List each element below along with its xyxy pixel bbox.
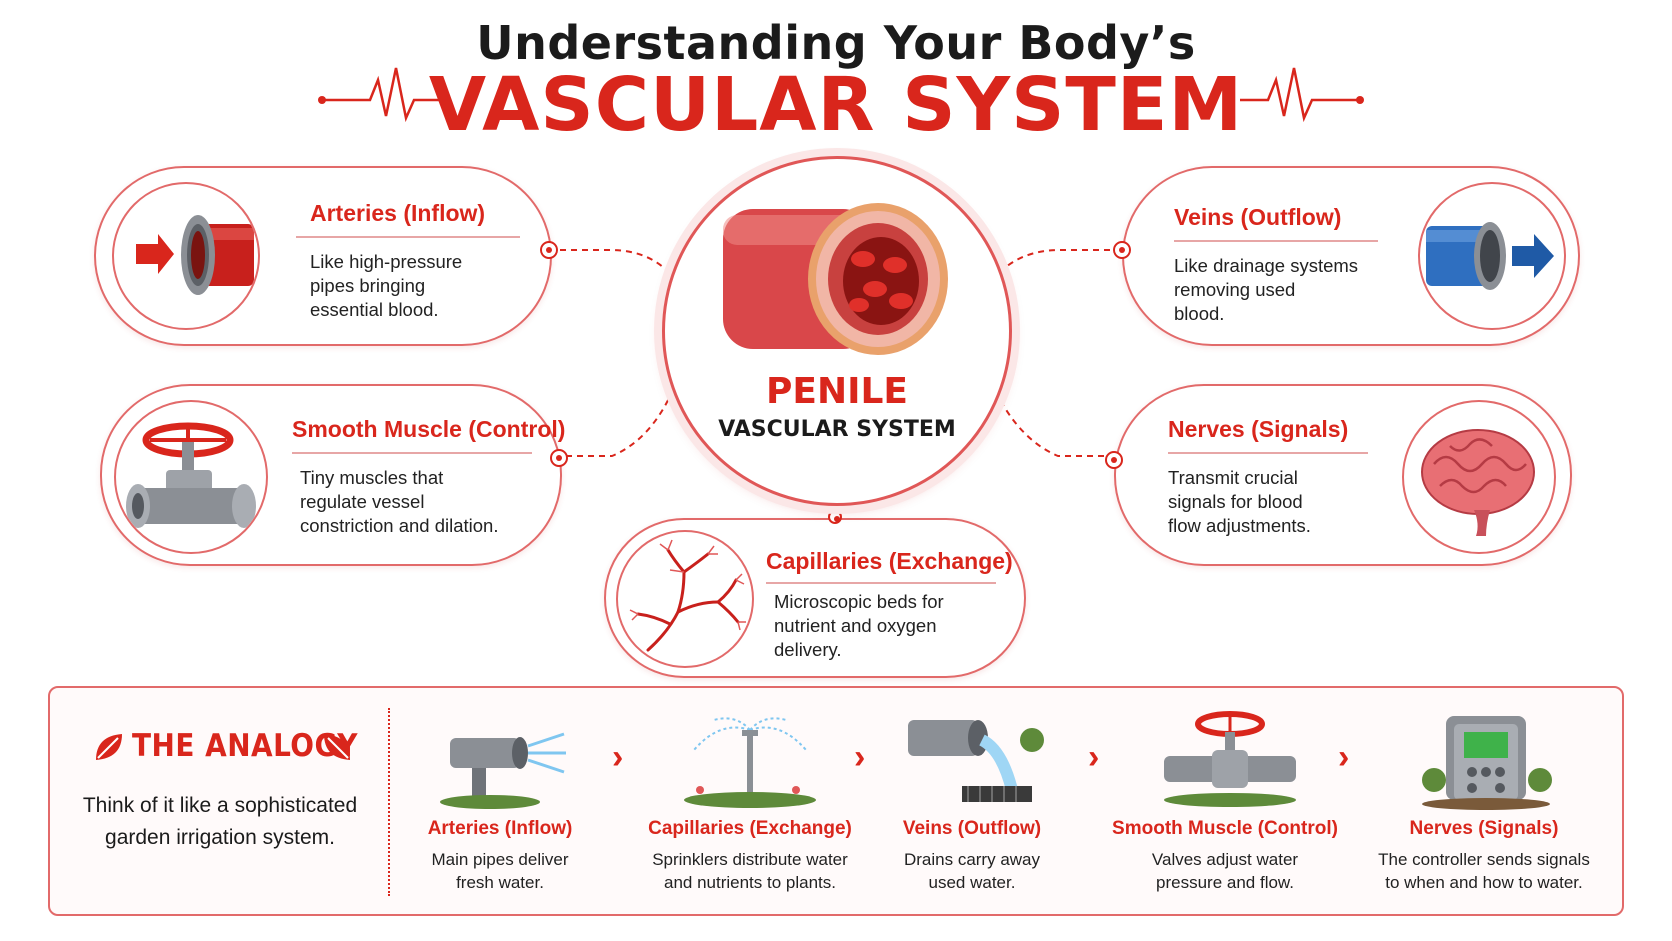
capillaries-description: Microscopic beds for nutrient and oxygen… [774,591,944,660]
capillaries-card: Capillaries (Exchange) Microscopic beds … [604,518,1026,678]
smooth-muscle-card: Smooth Muscle (Control) Tiny muscles tha… [100,384,568,566]
main-pipe-icon [440,732,566,809]
analogy-step-nerves-title: Nerves (Signals) [1409,818,1559,839]
analogy-title: THE ANALOGY [132,728,358,764]
analogy-step-capillaries-title: Capillaries (Exchange) [648,818,852,839]
veins-card: Veins (Outflow) Like drainage systems re… [1113,166,1580,346]
artery-pipe-image [112,182,260,330]
artery-pipe-icon [136,215,254,295]
chevron-right-icon: › [612,738,624,776]
chevron-right-icon: › [1088,738,1100,776]
valve-icon [126,422,256,528]
capillaries-title: Capillaries (Exchange) [766,548,1013,574]
analogy-step-veins-title: Veins (Outflow) [902,818,1042,839]
center-title: PENILE [765,371,909,412]
sprinkler-icon [684,717,816,808]
title-line-1: Understanding Your Body’s [476,16,1196,70]
garden-valve-icon [1164,711,1296,807]
heartbeat-left-icon [318,67,442,123]
veins-title: Veins (Outflow) [1174,204,1342,230]
analogy-step-arteries-title: Arteries (Inflow) [427,818,573,839]
blood-vessel-cross-section-icon [723,203,948,355]
valve-image [114,400,268,554]
title-main: VASCULAR SYSTEM [428,62,1244,148]
chevron-right-icon: › [1338,738,1350,776]
penile-vascular-system-hub: PENILE VASCULAR SYSTEM [662,156,1012,506]
nerves-connector-dot [1105,451,1123,469]
irrigation-controller-icon [1422,716,1552,810]
chevron-right-icon: › [854,738,866,776]
center-subtitle: VASCULAR SYSTEM [718,417,956,442]
smooth-muscle-description: Tiny muscles that regulate vessel constr… [300,467,499,536]
smooth-muscle-connector-dot [550,449,568,467]
brain-image [1402,400,1556,554]
nerves-title: Nerves (Signals) [1168,416,1349,442]
nerves-description: Transmit crucial signals for blood flow … [1168,467,1311,536]
analogy-divider [388,708,390,896]
brain-icon [1421,429,1535,536]
capillaries-connector-dot [828,510,842,524]
arteries-description: Like high-pressure pipes bringing essent… [310,251,463,320]
analogy-description: Think of it like a sophisticated garden … [82,794,358,849]
arteries-connector-dot [540,241,558,259]
capillaries-image [616,530,754,668]
veins-connector-dot [1113,241,1131,259]
analogy-step-smooth-muscle-title: Smooth Muscle (Control) [1112,818,1338,839]
heartbeat-right-icon [1240,67,1364,123]
leaf-left-icon [96,734,122,760]
drain-icon [908,720,1044,802]
vein-pipe-icon [1426,222,1554,290]
arteries-card: Arteries (Inflow) Like high-pressure pip… [94,166,558,346]
arteries-title: Arteries (Inflow) [310,200,486,226]
leaf-right-icon [324,734,350,760]
nerves-card: Nerves (Signals) Transmit crucial signal… [1105,384,1572,566]
capillary-tree-icon [629,539,746,652]
veins-description: Like drainage systems removing used bloo… [1174,255,1359,324]
vein-pipe-image [1418,182,1566,330]
analogy-panel: THE ANALOGY Think of it like a sophistic… [48,686,1624,916]
smooth-muscle-title: Smooth Muscle (Control) [292,416,566,442]
